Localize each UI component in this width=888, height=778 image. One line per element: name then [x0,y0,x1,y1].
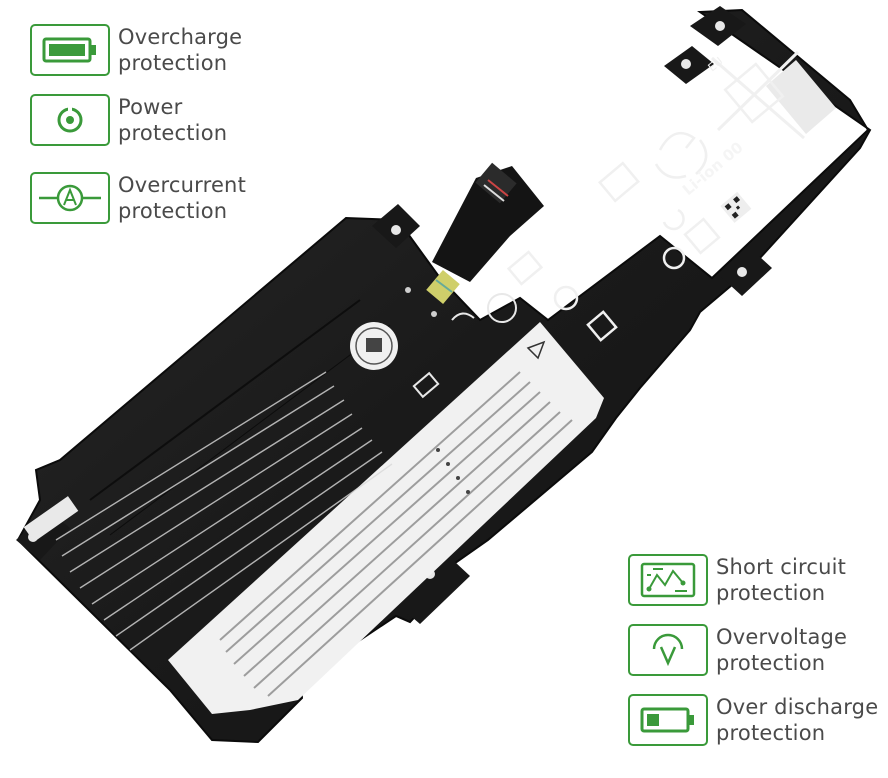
feature-short-circuit: Short circuit protection [628,554,846,606]
recycle-seal [350,322,398,370]
feature-over-discharge: Over discharge protection [628,694,878,746]
recycling-symbols [506,131,721,342]
voltage-icon [628,624,708,676]
feature-label: Short circuit protection [716,555,847,605]
ammeter-icon [30,172,110,224]
eu-mark: EU [706,55,726,75]
regulatory-label [168,322,604,714]
certification-marks [412,293,517,399]
feature-overcurrent: Overcurrent protection [30,172,246,224]
feature-label: Overcurrent protection [118,173,247,223]
feature-overvoltage: Overvoltage protection [628,624,847,676]
circuit-board-icon [628,554,708,606]
feature-label: Power protection [118,95,228,145]
chemistry-label: Li-ion 00 [679,138,747,199]
feature-label: Over discharge protection [716,695,879,745]
low-battery-icon [628,694,708,746]
spec-text-strip [23,371,393,651]
feature-power: Power protection [30,94,227,146]
feature-label: Overvoltage protection [716,625,848,675]
feature-label: Overcharge protection [118,25,243,75]
qr-code [720,191,752,223]
feature-overcharge: Overcharge protection [30,24,242,76]
weee-bin-symbol: EU [706,50,836,140]
power-target-icon [30,94,110,146]
ribbon-connector [426,162,544,305]
full-battery-icon [30,24,110,76]
